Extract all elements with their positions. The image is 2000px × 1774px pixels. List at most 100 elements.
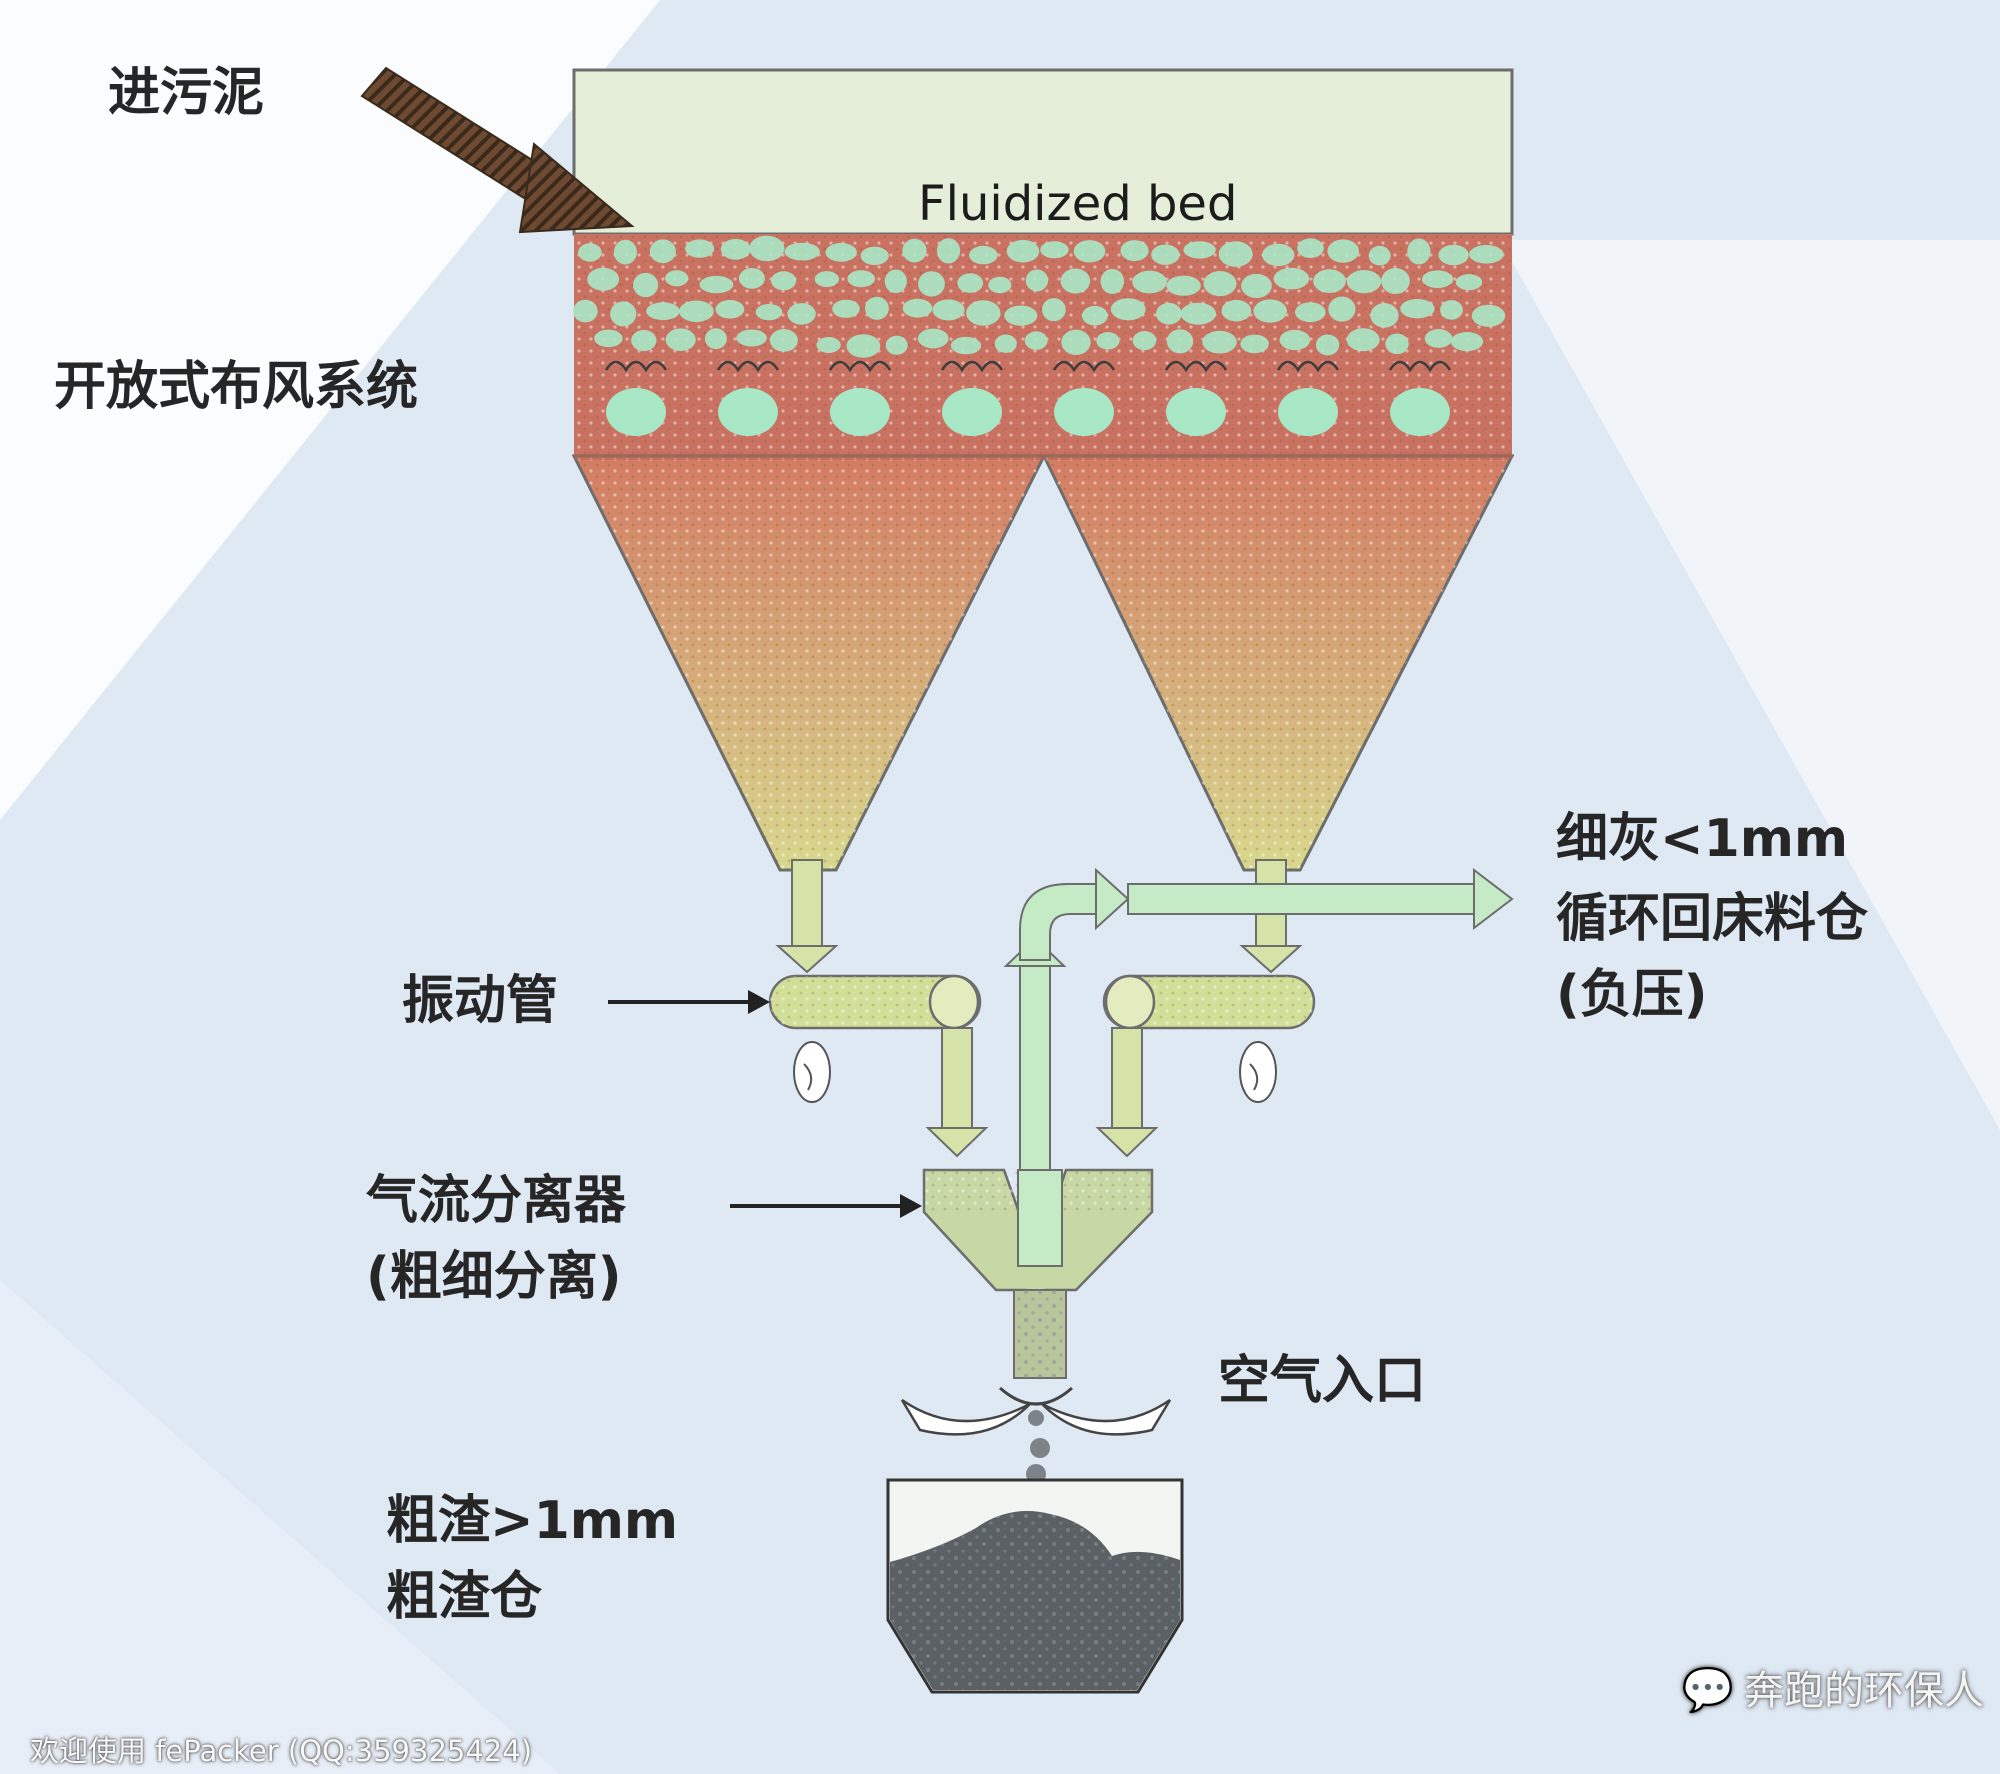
bed-particle <box>1327 239 1359 263</box>
separator-center-channel <box>1017 1169 1063 1267</box>
bed-particle <box>885 335 908 355</box>
bed-particle <box>969 245 998 265</box>
bed-particle <box>825 243 857 262</box>
nozzle-cap <box>828 360 892 373</box>
bed-particle <box>1421 270 1454 289</box>
air-bubble <box>606 388 666 436</box>
bed-particle <box>649 239 676 264</box>
bed-particle <box>1202 330 1237 354</box>
label-coarse-line2: 粗渣仓 <box>386 1567 543 1627</box>
bed-particle <box>1221 299 1252 322</box>
label-separator-line2: (粗细分离) <box>366 1247 622 1307</box>
bed-particle <box>1381 268 1410 294</box>
bed-particle <box>1203 271 1237 297</box>
bed-particle <box>1471 304 1506 327</box>
bed-particle <box>1295 302 1326 323</box>
bed-particle <box>665 328 696 352</box>
label-separator-line1: 气流分离器 <box>366 1171 627 1231</box>
bed-particle <box>769 329 798 352</box>
bed-particle <box>1438 244 1469 266</box>
bed-particle <box>665 270 689 287</box>
bed-particle <box>1132 270 1167 294</box>
label-sludge-in: 进污泥 <box>108 63 265 123</box>
air-bubble <box>830 388 890 436</box>
bed-particle <box>957 273 984 293</box>
watermark-text: 奔跑的环保人 <box>1744 1668 1984 1714</box>
bed-particle <box>1110 298 1146 321</box>
bed-particle <box>1370 303 1399 328</box>
bed-particle <box>1166 329 1194 354</box>
bed-particle <box>1073 240 1106 263</box>
bed-particle <box>1218 241 1253 267</box>
nozzle-cap <box>1164 360 1228 373</box>
bed-particle <box>1183 241 1216 259</box>
bed-particle <box>816 337 841 353</box>
air-bubble <box>942 388 1002 436</box>
pipe-left-down-arrow <box>925 1127 989 1158</box>
bed-particle <box>1279 329 1311 351</box>
air-inlet-swirl-center <box>999 1386 1073 1406</box>
bed-particle <box>631 329 657 352</box>
bed-particle <box>573 299 598 323</box>
bed-particle <box>749 235 785 262</box>
bed-particle <box>1024 331 1048 350</box>
bed-particle <box>1166 275 1201 296</box>
bed-particle <box>814 271 840 288</box>
bed-particle <box>1132 331 1157 351</box>
bed-particle <box>1040 241 1069 259</box>
sludge-feed-arrow <box>360 66 635 234</box>
bed-particle <box>950 336 982 355</box>
bed-particle <box>1400 299 1435 319</box>
label-fine-ash-line1: 细灰<1mm <box>1556 809 1849 869</box>
nozzle-cap <box>940 360 1004 373</box>
bed-particle <box>587 267 620 291</box>
fine-ash-outlet-arrow <box>1473 867 1514 931</box>
light-wedge-bottom <box>0 1280 560 1774</box>
bed-particle <box>1407 238 1431 265</box>
bed-particle <box>1455 274 1483 291</box>
bed-particle <box>1440 300 1463 320</box>
bed-particle <box>1240 334 1269 354</box>
bed-particle <box>918 271 945 297</box>
bed-particle <box>736 329 767 347</box>
watermark: 💬奔跑的环保人 <box>1682 1658 1984 1716</box>
bed-particle <box>1253 299 1287 323</box>
label-air-distribution: 开放式布风系统 <box>54 357 419 417</box>
bed-particle <box>613 239 637 265</box>
vibration-indicator-left <box>793 1041 831 1103</box>
downpipe-left-arrow <box>775 945 839 974</box>
bed-particle <box>902 238 927 263</box>
hopper-fill-dots <box>574 456 1512 870</box>
bed-particle <box>1273 267 1310 290</box>
bed-particle <box>1328 296 1356 322</box>
air-bubble <box>1166 388 1226 436</box>
downpipe-left <box>791 859 823 947</box>
pointer-separator <box>730 1194 922 1218</box>
bed-particle <box>932 299 965 321</box>
footer-text: 欢迎使用 fePacker (QQ:359325424) <box>30 1734 533 1768</box>
bed-particle <box>633 272 659 298</box>
bed-particle <box>578 243 602 262</box>
bed-particle <box>1241 273 1272 298</box>
bed-particle <box>1450 332 1484 352</box>
pipe-right-down <box>1111 1027 1143 1129</box>
nozzle-cap <box>716 360 780 373</box>
bed-particle <box>1025 269 1049 292</box>
bed-particle <box>1385 333 1409 355</box>
bed-particle <box>1262 243 1295 267</box>
pipe-right-down-arrow <box>1095 1127 1159 1158</box>
bed-particle <box>832 299 860 318</box>
vibrating-tube-left-end <box>928 974 980 1030</box>
bed-particle <box>1315 334 1340 356</box>
bed-particle <box>784 242 820 261</box>
bed-particle <box>1368 245 1391 266</box>
vibration-indicator-right <box>1239 1041 1277 1103</box>
air-bubble <box>718 388 778 436</box>
nozzle-cap <box>1276 360 1340 373</box>
bed-particle <box>1469 245 1504 264</box>
pipe-left-down <box>941 1027 973 1129</box>
bed-particle <box>1082 305 1108 326</box>
pointer-vibrating-tube <box>608 990 770 1014</box>
bed-particle <box>847 270 875 288</box>
bed-particle <box>936 238 961 264</box>
